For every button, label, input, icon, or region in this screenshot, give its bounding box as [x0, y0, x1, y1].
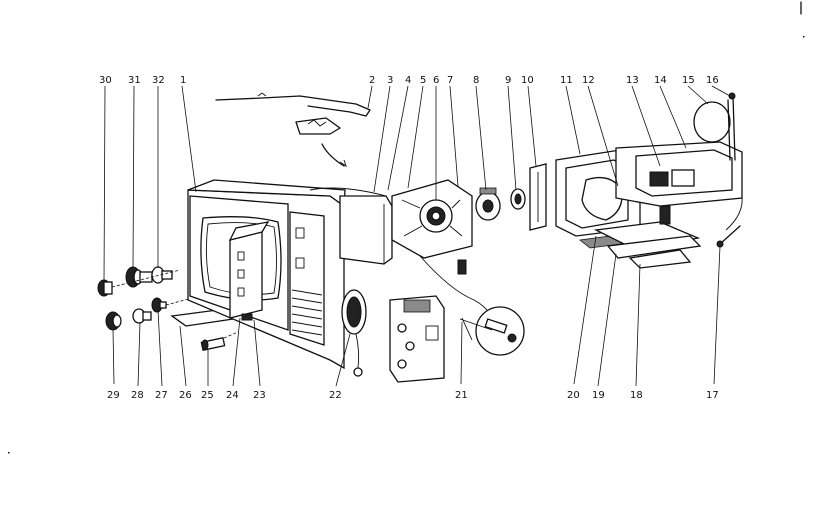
callout-30: 30 [99, 75, 112, 86]
callout-23: 23 [253, 390, 266, 401]
callout-32: 32 [152, 75, 165, 86]
leader-lines [103, 85, 731, 387]
callout-9: 9 [505, 75, 511, 86]
board-10 [529, 163, 547, 231]
callout-5: 5 [420, 75, 426, 86]
callout-24: 24 [226, 390, 239, 401]
callout-17: 17 [706, 390, 719, 401]
picture-tube-3 [309, 187, 393, 265]
callout-31: 31 [128, 75, 141, 86]
callout-14: 14 [654, 75, 667, 86]
callout-2: 2 [369, 75, 375, 86]
callout-13: 13 [626, 75, 639, 86]
callout-27: 27 [155, 390, 168, 401]
callout-26: 26 [179, 390, 192, 401]
tuner-board-23-24 [228, 221, 270, 321]
callout-labels: 30 31 32 1 2 3 4 5 6 7 8 9 10 11 12 13 1… [99, 75, 719, 401]
callout-12: 12 [582, 75, 595, 86]
callout-22: 22 [329, 390, 342, 401]
callout-29: 29 [107, 390, 120, 401]
cabinet-front-1 [187, 179, 346, 370]
callout-16: 16 [706, 75, 719, 86]
callout-15: 15 [682, 75, 695, 86]
callout-10: 10 [521, 75, 534, 86]
chassis-base-18-20 [593, 205, 702, 269]
control-board-21 [389, 295, 525, 383]
scan-artifacts [8, 1, 805, 454]
rear-chassis-13-16 [615, 92, 743, 231]
callout-3: 3 [387, 75, 393, 86]
magnet-8 [475, 187, 501, 221]
yoke-assembly-4-7 [391, 179, 494, 331]
callout-25: 25 [201, 390, 214, 401]
clip-9 [510, 188, 526, 210]
callout-28: 28 [131, 390, 144, 401]
knob-assembly-30-31-32 [97, 266, 181, 297]
callout-6: 6 [433, 75, 439, 86]
callout-20: 20 [567, 390, 580, 401]
callout-7: 7 [447, 75, 453, 86]
speaker-22 [341, 289, 367, 377]
knob-assembly-27-28-29 [105, 295, 201, 331]
shaft-25 [200, 331, 239, 351]
screw-17 [716, 225, 741, 248]
callout-19: 19 [592, 390, 605, 401]
bracket-2 [215, 92, 371, 168]
callout-1: 1 [180, 75, 186, 86]
callout-8: 8 [473, 75, 479, 86]
callout-18: 18 [630, 390, 643, 401]
callout-21: 21 [455, 390, 468, 401]
callout-4: 4 [405, 75, 411, 86]
callout-11: 11 [560, 75, 573, 86]
